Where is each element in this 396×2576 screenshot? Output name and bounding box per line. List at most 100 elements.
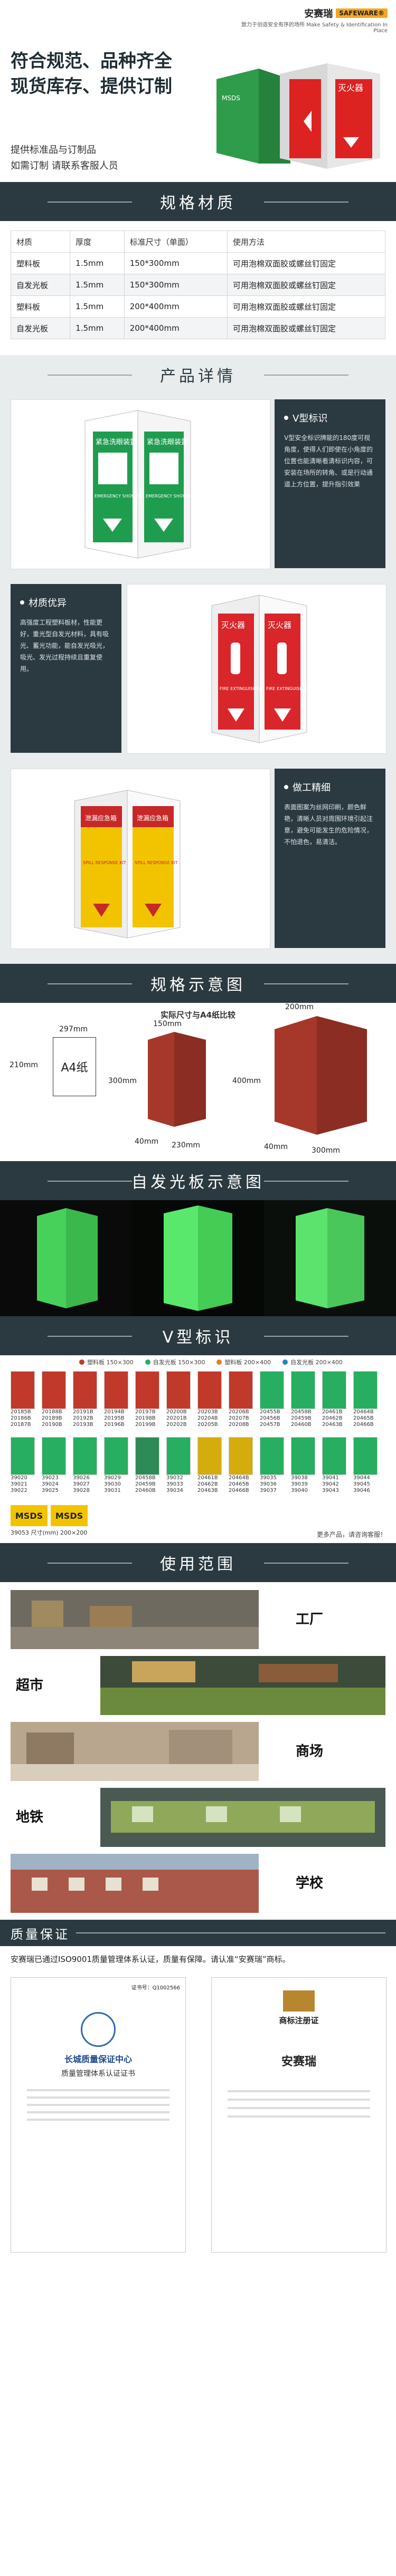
catalog-code: 39024 [42,1481,59,1487]
cell: 自发光板 [10,274,71,296]
catalog-code: 20464B [229,1475,249,1481]
catalog-code: 20207B [229,1415,249,1421]
catalog-code: 20204B [197,1415,218,1421]
hero-sign-fire: 灭火器 [338,83,363,93]
catalog-sign-thumb [42,1437,66,1475]
detail-photo-spill: 泄漏应急箱 泄漏应急箱 SPILL RESPONSE KIT SPILL RES… [11,769,270,949]
info-card-title: V型标识 [293,413,328,424]
brand: 安赛瑞 SAFEWARE® [304,6,388,20]
trademark-mark: 安赛瑞 [281,2055,316,2069]
catalog-sign-thumb [166,1437,191,1475]
cell: 1.5mm [70,274,125,296]
table-header-row: 材质 厚度 标准尺寸（单面） 使用方法 [10,231,386,253]
catalog-code: 20195B [104,1415,125,1421]
legend-item: 塑料板 150×300 [79,1358,134,1366]
hero-sign-photo: MSDS 灭火器 [216,63,380,169]
catalog-code: 20456B [260,1415,280,1421]
emergency-sign-text: 紧急洗眼装置 [96,438,137,446]
cell: 塑料板 [10,295,71,318]
trademark-emblem-icon [283,1990,315,2012]
dim-small-top: 150mm [153,1020,182,1028]
catalog-code: 39037 [260,1488,277,1493]
cell: 塑料板 [10,252,71,274]
catalog-code: 39028 [73,1488,90,1493]
catalog-code: 39044 [353,1475,370,1481]
divider [264,1336,348,1337]
catalog-code: 20190B [42,1422,62,1428]
catalog-code: 20206B [229,1409,249,1415]
catalog-code: 39030 [104,1481,121,1487]
divider [48,1336,132,1337]
spill-sign-illustration: 泄漏应急箱 泄漏应急箱 SPILL RESPONSE KIT SPILL RES… [74,790,181,939]
hero-sign-msds: MSDS [222,94,240,102]
catalog-code: 20460B [135,1488,156,1493]
info-card-text: 高强度工程塑料板材，性能更好，重光型自发光材料，具有吸光、蓄光功能，能自发光吸光… [20,619,109,673]
divider [76,1932,385,1933]
catalog-legend: 塑料板 150×300 自发光板 150×300 塑料板 200×400 自发光… [0,1355,396,1369]
dim-large-depth: 40mm [264,1143,288,1151]
catalog-code: 39034 [166,1488,183,1493]
fire-sign-text: 灭火器 [221,620,245,630]
dim-large-width: 300mm [312,1146,340,1155]
catalog-sign-thumb [322,1437,346,1475]
dim-small-height: 300mm [108,1077,137,1085]
usage-factory: 工厂 [11,1590,385,1649]
cert-title: 商标注册证 [279,2016,319,2025]
dim-large-height: 400mm [232,1077,261,1085]
cert-body [27,2089,169,2121]
detail-header: 产品详情 [0,355,396,394]
catalog-sign-thumb [135,1437,159,1475]
spill-sign-en: SPILL RESPONSE KIT [135,860,178,865]
divider [264,202,348,203]
cell: 200*400mm [124,317,228,339]
catalog-code: 39031 [104,1488,121,1493]
catalog-code: 20203B [197,1409,218,1415]
brand-tagline: 致力于创造安全有序的场所 Make Safety & Identificatio… [241,22,388,34]
usage-subway: 地铁 [11,1788,385,1847]
catalog-code: 39046 [353,1488,370,1493]
catalog-code: 39029 [104,1475,121,1481]
glow-header: 自发光板示意图 [0,1161,396,1200]
dim-small-depth: 40mm [135,1137,159,1146]
col-header-thickness: 厚度 [70,231,125,253]
catalog-sign-thumb [197,1371,222,1409]
cell: 1.5mm [70,295,125,318]
catalog-sign-thumb [73,1437,97,1475]
catalog-code: 39039 [291,1481,308,1487]
large-sign-diagram [275,1016,367,1135]
supermarket-photo [100,1656,385,1715]
cell: 可用泡棉双面胶或螺丝钉固定 [227,295,386,318]
catalog-code: 39042 [322,1481,339,1487]
catalog-code: 20188B [42,1409,62,1415]
catalog-code: 20459B [135,1481,156,1487]
school-photo [11,1854,259,1913]
info-card-v-type: V型标识 V型安全标识牌能的180度可视角度，使得人们即使在小角度的位置也能清晰… [275,399,385,568]
usage-label: 商场 [296,1744,324,1759]
catalog-code: 20465B [229,1481,249,1487]
catalog-code: 39027 [73,1481,90,1487]
fire-sign-en: FIRE EXTINGUISHER [220,686,262,691]
catalog-code: 20186B [11,1415,31,1421]
dim-a4-width: 297mm [59,1025,88,1033]
bullet-icon [284,785,288,789]
factory-photo [11,1590,259,1649]
hero-section: 安赛瑞 SAFEWARE® 致力于创造安全有序的场所 Make Safety &… [0,0,396,182]
catalog-code: 20462B [197,1481,218,1487]
catalog-code: 20189B [42,1415,62,1421]
catalog-sign-thumb [73,1371,97,1409]
cell: 可用泡棉双面胶或螺丝钉固定 [227,252,386,274]
info-card-material: 材质优异 高强度工程塑料板材，性能更好，重光型自发光材料，具有吸光、蓄光功能，能… [11,584,121,753]
detail-photo-fire: 灭火器 灭火器 FIRE EXTINGUISHER FIRE EXTINGUIS… [127,584,386,754]
detail-photo-emergency: 紧急洗眼装置 紧急洗眼装置 EMERGENCY SHOWER EMERGENCY… [11,399,270,569]
catalog-code: 20194B [104,1409,125,1415]
quality-note: 安赛瑞已通过ISO9001质量管理体系认证，质量有保障。请认准“安赛瑞”商标。 [11,1955,290,1964]
